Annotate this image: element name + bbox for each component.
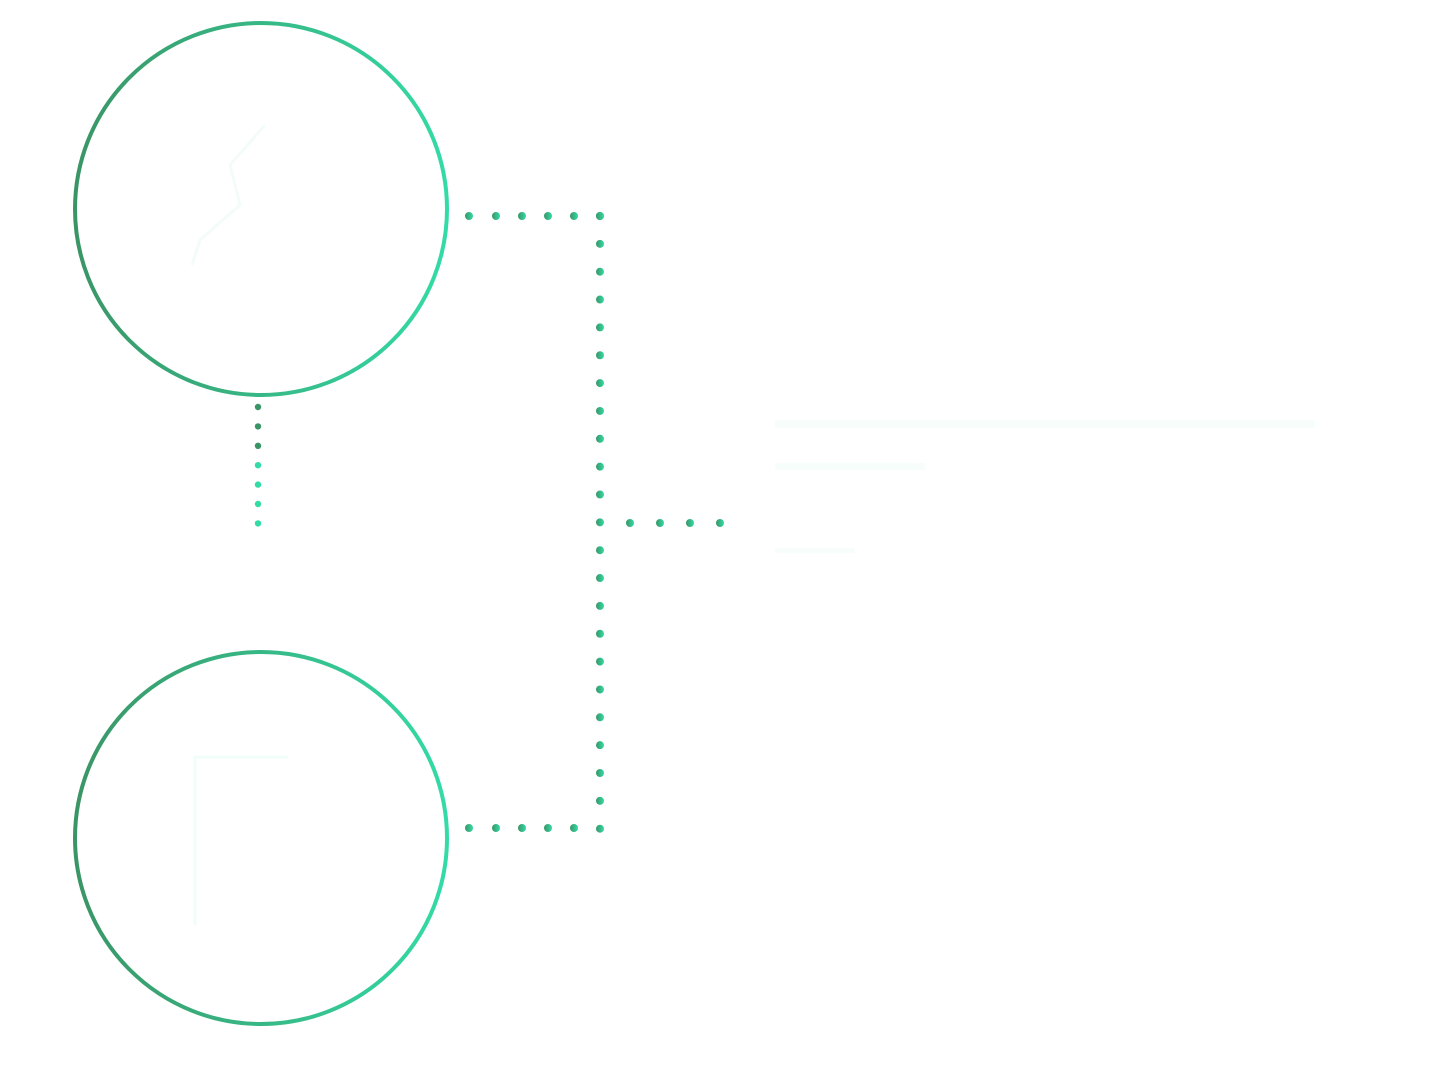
- connector-dot: [518, 212, 526, 220]
- connector-dot: [596, 685, 604, 694]
- faint-rocket-icon: [190, 124, 267, 266]
- connector-dot: [596, 824, 604, 833]
- faint-text-line: [775, 420, 1315, 428]
- vertical-connector-dot: [254, 500, 262, 508]
- connector-dot: [596, 351, 604, 360]
- connector-dot: [716, 519, 724, 527]
- connector-dot: [596, 713, 604, 722]
- bottom-node-circle: [73, 650, 449, 1026]
- connector-dot: [596, 629, 604, 638]
- connector-dot: [596, 769, 604, 777]
- connector-dot: [596, 796, 604, 805]
- connector-dot: [492, 212, 500, 220]
- faint-document-icon: [193, 755, 288, 925]
- faint-text-line: [775, 548, 855, 553]
- connector-dot: [686, 519, 694, 527]
- connector-dot: [570, 824, 578, 832]
- connector-dot: [596, 295, 604, 304]
- connector-dot: [596, 462, 604, 471]
- connector-dot: [596, 406, 604, 415]
- connector-dot: [656, 519, 664, 527]
- connector-dot: [596, 490, 604, 499]
- connector-dot: [596, 657, 604, 666]
- connector-dot: [596, 518, 604, 527]
- connector-dot: [465, 824, 473, 832]
- connector-dot: [596, 546, 604, 555]
- connector-dot: [570, 212, 578, 220]
- connector-dot: [596, 434, 604, 443]
- connector-dot: [596, 741, 604, 750]
- vertical-connector-dot: [254, 462, 262, 469]
- connector-dot: [596, 379, 604, 388]
- connector-dot: [518, 824, 526, 832]
- connector-dots: [254, 212, 724, 833]
- vertical-connector-dot: [254, 481, 262, 488]
- connector-dot: [596, 601, 604, 610]
- vertical-connector-dot: [254, 403, 262, 411]
- connector-dot: [544, 212, 552, 220]
- connector-dot: [626, 519, 634, 527]
- vertical-connector-dot: [254, 423, 262, 430]
- vertical-connector-dot: [254, 520, 262, 527]
- top-node-circle: [73, 21, 449, 397]
- connector-dot: [596, 574, 604, 583]
- vertical-connector-dot: [254, 442, 262, 449]
- connector-dot: [596, 212, 604, 220]
- connector-dot: [596, 239, 604, 248]
- connector-dot: [492, 824, 500, 832]
- faint-text-line: [775, 463, 925, 470]
- connector-dot: [544, 824, 552, 832]
- connector-dot: [596, 323, 604, 332]
- connector-dot: [596, 267, 604, 276]
- connector-dot: [465, 212, 473, 220]
